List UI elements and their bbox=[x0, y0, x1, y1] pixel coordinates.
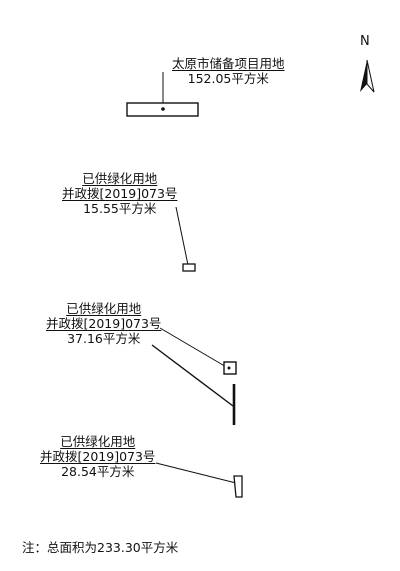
north-label: N bbox=[360, 34, 370, 49]
parcel-shape-green-1 bbox=[182, 263, 196, 272]
parcel-green-2 bbox=[151, 327, 237, 425]
leader-line-green-3 bbox=[155, 462, 237, 484]
parcel-reserve-land bbox=[126, 72, 199, 117]
label-green-1-area: 15.55平方米 bbox=[83, 201, 157, 216]
label-green-1-name: 已供绿化用地 bbox=[82, 171, 158, 186]
leader-line-green-1 bbox=[175, 206, 189, 266]
label-green-1-doc: 并政拨[2019]073号 bbox=[62, 186, 178, 201]
label-reserve-name: 太原市储备项目用地 bbox=[172, 56, 285, 71]
label-green-3-doc: 并政拨[2019]073号 bbox=[40, 449, 156, 464]
parcel-green-3 bbox=[155, 462, 243, 498]
leader-line-green-2b bbox=[151, 344, 234, 407]
label-green-3-area: 28.54平方米 bbox=[61, 464, 135, 479]
label-green-3: 已供绿化用地 并政拨[2019]073号 28.54平方米 bbox=[40, 434, 155, 479]
label-green-2-area: 37.16平方米 bbox=[67, 331, 141, 346]
label-green-3-name: 已供绿化用地 bbox=[60, 434, 136, 449]
parcel-marker-reserve bbox=[161, 107, 165, 111]
parcel-marker-green-2 bbox=[227, 366, 231, 370]
label-green-1: 已供绿化用地 并政拨[2019]073号 15.55平方米 bbox=[62, 171, 177, 216]
label-reserve-area: 152.05平方米 bbox=[187, 71, 269, 86]
label-green-2: 已供绿化用地 并政拨[2019]073号 37.16平方米 bbox=[46, 301, 161, 346]
label-green-2-name: 已供绿化用地 bbox=[66, 301, 142, 316]
label-green-2-doc: 并政拨[2019]073号 bbox=[46, 316, 162, 331]
leader-line-green-2a bbox=[159, 327, 229, 369]
label-reserve-land: 太原市储备项目用地 152.05平方米 bbox=[172, 56, 285, 86]
parcel-shape-green-3 bbox=[233, 475, 243, 498]
parcel-green-1 bbox=[175, 206, 196, 272]
north-arrow-icon bbox=[360, 59, 375, 93]
total-area-note: 注：总面积为233.30平方米 bbox=[22, 540, 179, 555]
